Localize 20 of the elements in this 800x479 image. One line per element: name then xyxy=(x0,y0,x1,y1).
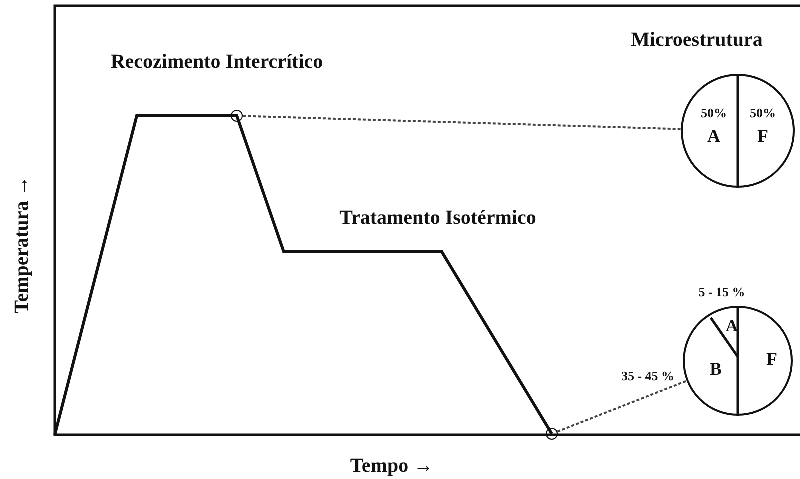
leader-line xyxy=(557,380,688,433)
marker-circle xyxy=(546,428,558,440)
percentage-label: 5 - 15 % xyxy=(698,286,746,298)
marker-circle xyxy=(231,110,243,122)
phase-letter: A xyxy=(726,318,738,334)
microstructure-pie xyxy=(681,74,795,188)
phase-letter: F xyxy=(758,127,768,145)
percentage-label: 35 - 45 % xyxy=(621,370,675,382)
process-label: Recozimento Intercrítico xyxy=(110,52,324,72)
phase-letter: A xyxy=(708,127,720,145)
phase-letter: F xyxy=(766,350,778,368)
axis-title: Tempo → xyxy=(350,456,434,476)
axis-title: Temperatura → xyxy=(12,176,32,314)
leader-line xyxy=(242,115,682,130)
process-label: Tratamento Isotérmico xyxy=(340,208,536,228)
percentage-label: 50% xyxy=(750,106,776,120)
percentage-label: 50% xyxy=(701,106,727,120)
section-heading: Microestrutura xyxy=(631,30,763,50)
phase-letter: B xyxy=(710,360,722,378)
microstructure-pie xyxy=(683,306,793,416)
